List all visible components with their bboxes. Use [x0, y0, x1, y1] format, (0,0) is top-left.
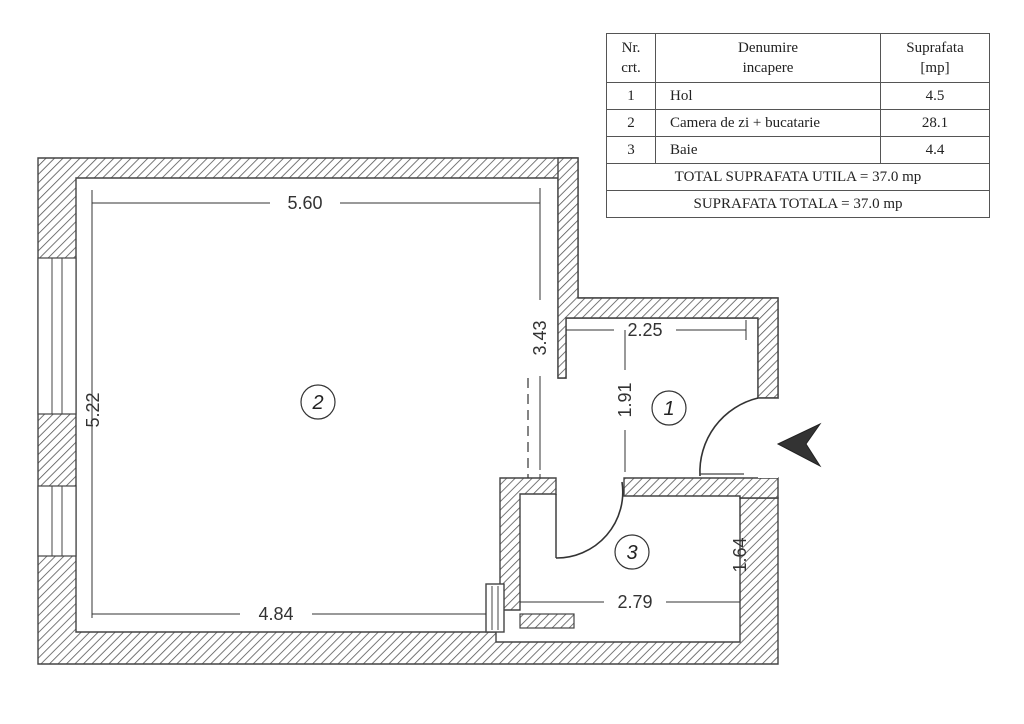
total-row: SUPRAFATA TOTALA = 37.0 mp [606, 190, 990, 218]
area-table: Nr. crt. Denumire incapere Suprafata [mp… [606, 33, 990, 218]
row-name: Hol [655, 82, 881, 110]
row-area: 28.1 [880, 109, 990, 137]
dim-bath-depth: 1.64 [730, 537, 750, 572]
wall-partition-bath [623, 477, 779, 499]
room-number-1-circle [651, 390, 687, 426]
header-name-line1: Denumire [738, 40, 798, 56]
room-number-2: 2 [311, 392, 323, 414]
dim-partition: 3.43 [530, 320, 550, 355]
dim-bath-width: 2.79 [617, 592, 652, 612]
row-area: 4.5 [880, 82, 990, 110]
header-name-line2: incapere [742, 60, 794, 76]
row-nr: 3 [606, 136, 656, 164]
dim-main-height: 5.22 [83, 392, 103, 427]
window-left-lower [37, 485, 77, 557]
entrance-opening [758, 398, 778, 478]
row-nr: 1 [606, 82, 656, 110]
row-name: Baie [655, 136, 881, 164]
table-row: 3 Baie 4.4 [606, 136, 990, 164]
total-util-row: TOTAL SUPRAFATA UTILA = 37.0 mp [606, 163, 990, 191]
entrance-door-swing [699, 397, 759, 477]
duct [485, 583, 505, 633]
header-name: Denumire incapere [655, 33, 881, 83]
header-area-line1: Suprafata [906, 40, 964, 56]
header-nr: Nr. crt. [606, 33, 656, 83]
dim-main-width: 5.60 [287, 193, 322, 213]
entrance-arrow-icon [776, 422, 822, 468]
room-number-2-circle [300, 384, 336, 420]
room-number-3-circle [614, 534, 650, 570]
header-nr-line1: Nr. [621, 40, 641, 56]
dim-hall-depth: 1.91 [615, 382, 635, 417]
table-row: 2 Camera de zi + bucatarie 28.1 [606, 109, 990, 137]
wall-bath-bottom-stub [519, 613, 575, 629]
header-area-line2: [mp] [920, 60, 950, 76]
row-name: Camera de zi + bucatarie [655, 109, 881, 137]
dim-hall-width: 2.25 [627, 320, 662, 340]
header-nr-line2: crt. [621, 60, 641, 76]
row-area: 4.4 [880, 136, 990, 164]
wall-bath-left-stub [499, 477, 557, 611]
total-util: TOTAL SUPRAFATA UTILA = 37.0 mp [606, 163, 990, 191]
table-header-row: Nr. crt. Denumire incapere Suprafata [mp… [606, 33, 990, 83]
window-left-upper [37, 257, 77, 415]
total-area: SUPRAFATA TOTALA = 37.0 mp [606, 190, 990, 218]
bath-door-swing [555, 481, 624, 559]
header-area: Suprafata [mp] [880, 33, 990, 83]
room-number-3: 3 [626, 542, 637, 564]
room-number-1: 1 [663, 398, 674, 420]
dim-main-bottom: 4.84 [258, 604, 293, 624]
table-row: 1 Hol 4.5 [606, 82, 990, 110]
row-nr: 2 [606, 109, 656, 137]
